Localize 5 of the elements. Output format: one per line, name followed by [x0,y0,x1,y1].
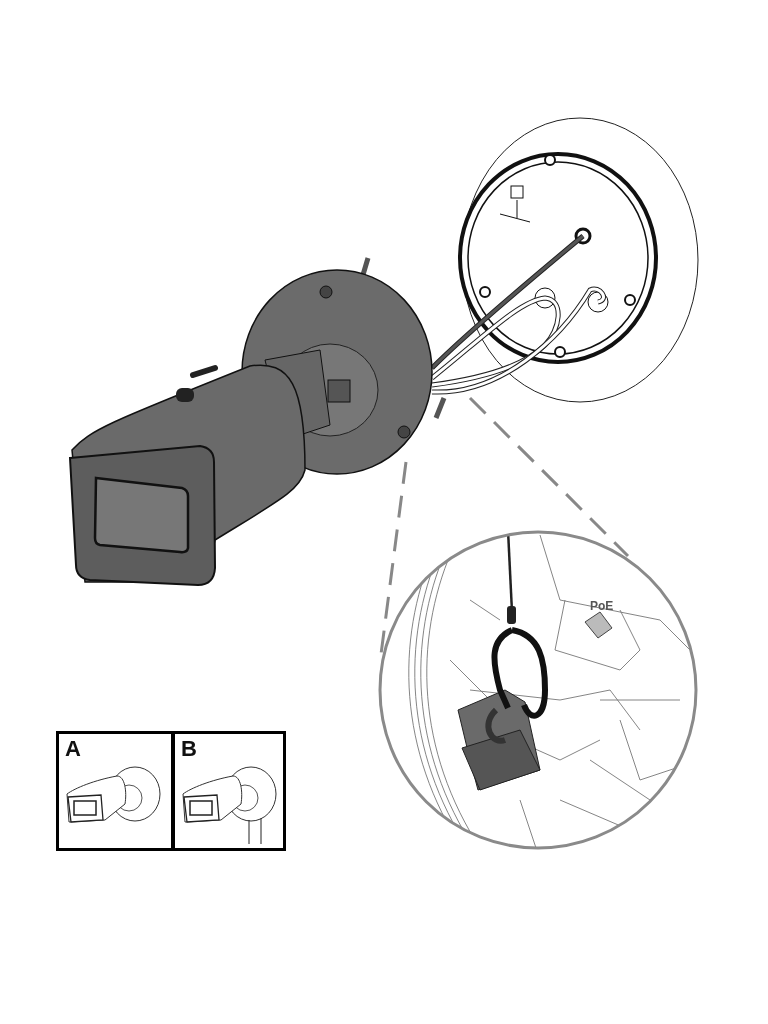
option-panel [56,731,174,851]
panel-letter: A [65,738,81,760]
panel-letter: B [181,738,197,760]
port-label: PoE [590,600,614,612]
option-panel [172,731,286,851]
